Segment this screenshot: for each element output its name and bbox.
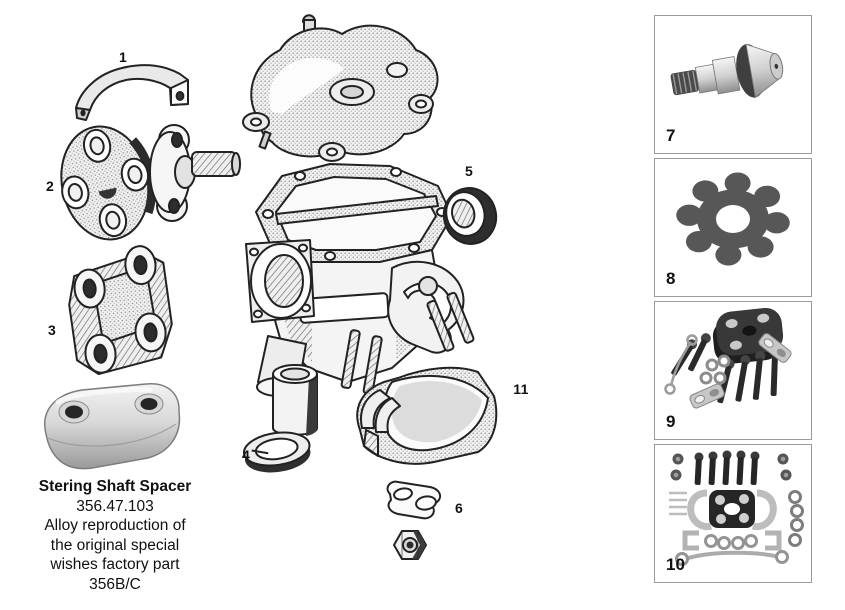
catalog-box-7: 7 [654,15,812,154]
callout-11: 11 [513,381,529,397]
caption-line-2: the original special [50,536,180,554]
caption-line-1: Alloy reproduction of [44,517,186,535]
caption-line-4: 356B/C [89,575,141,593]
steering-coupler-full-kit-photo [669,450,804,566]
catalog-box-8: 8 [654,158,812,297]
drive-flange-illustration [149,124,241,222]
caption-block: Stering Shaft Spacer 356.47.103 Alloy re… [10,477,220,595]
callout-4: 4 [241,447,251,463]
callout-6: 6 [454,500,464,516]
callout-5: 5 [464,163,474,179]
bushing-illustration [272,364,318,436]
steering-coupler-kit-photo [664,307,792,409]
callout-1: 1 [118,49,128,65]
catalog-box-9: 9 [654,301,812,440]
caption-title: Stering Shaft Spacer [38,478,192,495]
threaded-pivot-pin-photo [670,43,784,99]
parts-sidebar: 7 8 [654,15,812,583]
spacer-product-photo [44,383,181,470]
catalog-box-label-8: 8 [666,269,676,288]
caption-part-number: 356.47.103 [76,497,154,515]
retaining-strap-illustration [75,64,189,121]
callout-2: 2 [45,178,55,194]
mounting-bracket-illustration [68,245,173,376]
hex-nut-illustration [393,530,427,560]
steering-box-cover-illustration [242,14,439,162]
gear-lock-washer-photo [676,172,790,266]
catalog-box-label-9: 9 [666,412,676,431]
seal-ring-illustration [242,431,311,473]
saddle-clamp-illustration [356,366,498,465]
lock-plate-illustration [386,480,442,520]
caption-line-3: wishes factory part [50,556,180,574]
steering-gear-housing-illustration [245,163,475,397]
exploded-diagram [44,14,498,560]
flex-disc-illustration [60,125,157,241]
catalog-box-label-7: 7 [666,126,676,145]
bearing-race-illustration [442,187,498,245]
catalog-box-10: 10 [654,444,812,583]
callout-3: 3 [47,322,57,338]
catalog-box-label-10: 10 [666,555,685,574]
